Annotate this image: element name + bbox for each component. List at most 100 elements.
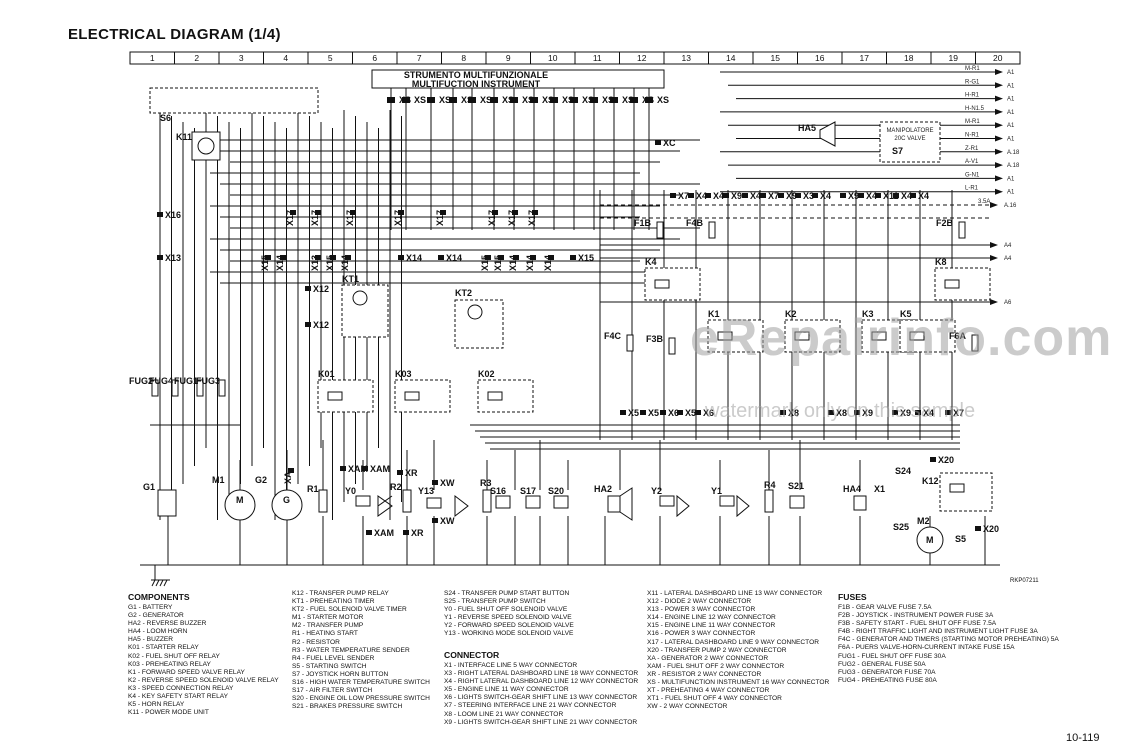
f2b-fuse-body — [958, 221, 966, 239]
lower-connector-pin — [498, 255, 504, 260]
xs-connector-label: XS — [542, 95, 554, 105]
fuse-item: FUG1 - FUEL SHUT OFF FUSE 30A — [838, 652, 946, 660]
xs-pin — [490, 97, 498, 103]
wire-code: A-V1 — [965, 159, 979, 165]
valve-symbol — [454, 494, 469, 518]
ha4-label: HA4 — [843, 484, 861, 494]
r3-label: R3 — [480, 478, 492, 488]
fug1-fuse: FUG1 — [174, 376, 198, 386]
component-item: S16 - HIGH WATER TEMPERATURE SWITCH — [292, 679, 430, 687]
lower-row-connector: X7 — [953, 408, 964, 418]
x17-connector-pin — [350, 210, 356, 215]
component-item: K11 - POWER MODE UNIT — [128, 709, 209, 717]
k1-relay-coil — [717, 331, 733, 341]
xam-connector-pin — [366, 530, 372, 535]
ground-hatch — [151, 579, 156, 587]
connector-item: X5 - ENGINE LINE 11 WAY CONNECTOR — [444, 686, 569, 694]
f1b-fuse-body — [656, 221, 664, 239]
lower-row-connector: X4 — [923, 408, 934, 418]
x15-connector: X15 — [578, 253, 594, 263]
x17-connector: X17 — [487, 210, 497, 226]
column-number: 4 — [283, 53, 288, 63]
instrument-title: STRUMENTO MULTIFUNZIONALE — [404, 70, 548, 80]
output-arrow — [995, 162, 1003, 169]
column-number: 13 — [682, 53, 692, 63]
connector-item: X11 - LATERAL DASHBOARD LINE 13 WAY CONN… — [647, 590, 823, 597]
top-right-connector-pin — [742, 193, 748, 198]
x16-connector-pin — [157, 212, 163, 217]
component-item: K3 - SPEED CONNECTION RELAY — [128, 684, 234, 692]
ground-hatch — [159, 579, 164, 587]
y13-solenoid — [426, 497, 442, 509]
wire-ref: A1 — [1007, 70, 1015, 76]
wire-code: L-R1 — [965, 186, 979, 192]
lower-connector: X14 — [543, 255, 553, 271]
x12-diode-connector: X12 — [313, 284, 329, 294]
x17-connector: X17 — [435, 210, 445, 226]
x17-connector: X17 — [310, 210, 320, 226]
xw-connector-pin — [432, 480, 438, 485]
k8-relay-box — [934, 267, 991, 301]
x13-connector-pin — [157, 255, 163, 260]
k03-relay: K03 — [395, 369, 412, 379]
g1-label: G1 — [143, 482, 155, 492]
ground-hatch — [163, 579, 168, 587]
fug2-fuse-body — [151, 379, 159, 397]
lower-connector: X15 — [493, 255, 503, 271]
kt2-label: KT2 — [455, 288, 472, 298]
xw-connector: XW — [440, 516, 455, 526]
connector-item: XT - PREHEATING 4 WAY CONNECTOR — [647, 687, 770, 695]
connector-item: X4 - RIGHT LATERAL DASHBOARD LINE 12 WAY… — [444, 678, 639, 686]
s20-label: S20 — [548, 486, 564, 496]
top-right-connector: X4 — [713, 191, 724, 201]
top-right-connector: X7 — [678, 191, 689, 201]
connector-item: X15 - ENGINE LINE 11 WAY CONNECTOR — [647, 622, 776, 630]
xs-pin — [645, 97, 653, 103]
manipulator-title: MANIPOLATORE — [886, 128, 933, 134]
xw-connector-pin — [432, 518, 438, 523]
component-item: Y0 - FUEL SHUT OFF SOLENOID VALVE — [444, 606, 568, 614]
f3b-fuse-body — [668, 337, 676, 355]
x17-connector-pin — [512, 210, 518, 215]
xs-connector-label: XS — [461, 95, 473, 105]
k3-relay-coil — [871, 331, 887, 341]
xs-connector-label: XS — [522, 95, 534, 105]
k1-relay: K1 — [708, 309, 720, 319]
s6-switch-box — [149, 87, 319, 114]
output-arrow — [990, 202, 998, 208]
s25-label: S25 — [893, 522, 909, 532]
components-header: COMPONENTS — [128, 592, 190, 602]
xs-pin — [590, 97, 598, 103]
s7-label: S7 — [892, 146, 903, 156]
ha4-horn — [853, 495, 867, 511]
f4b-fuse: F4B — [686, 218, 704, 228]
y0-label: Y0 — [345, 486, 356, 496]
connector-item: X16 - POWER 3 WAY CONNECTOR — [647, 630, 756, 638]
connector-item: XR - RESISTOR 2 WAY CONNECTOR — [647, 670, 762, 678]
xam-connector-pin — [362, 466, 368, 471]
output-arrow — [995, 135, 1003, 142]
column-number: 3 — [239, 53, 244, 63]
lower-connector-pin — [345, 255, 351, 260]
component-item: HA4 - LOOM HORN — [128, 628, 188, 636]
x12-diode-connector-pin — [305, 286, 311, 291]
output-arrow — [995, 69, 1003, 75]
wire-code: Z-R1 — [965, 146, 979, 152]
f6a-fuse: F6A — [949, 331, 967, 341]
s16-switch — [495, 495, 511, 509]
x14-connector-pin — [438, 255, 444, 260]
wire-code: 3.5A — [978, 199, 990, 205]
wire-code: H-N1.5 — [965, 106, 985, 112]
device-labels: M-R1A1R-G1A1H-R1A1H-N1.5A1M-R1A1N-R1A1Z-… — [129, 66, 1020, 545]
x17-connector: X17 — [345, 210, 355, 226]
instrument-subtitle: MULTIFUCTION INSTRUMENT — [412, 79, 541, 89]
s17-label: S17 — [520, 486, 536, 496]
x20-connector: X20 — [938, 455, 954, 465]
component-item: HA2 - REVERSE BUZZER — [128, 620, 207, 628]
fug2-fuse: FUG2 — [129, 376, 153, 386]
devices — [149, 69, 1003, 554]
